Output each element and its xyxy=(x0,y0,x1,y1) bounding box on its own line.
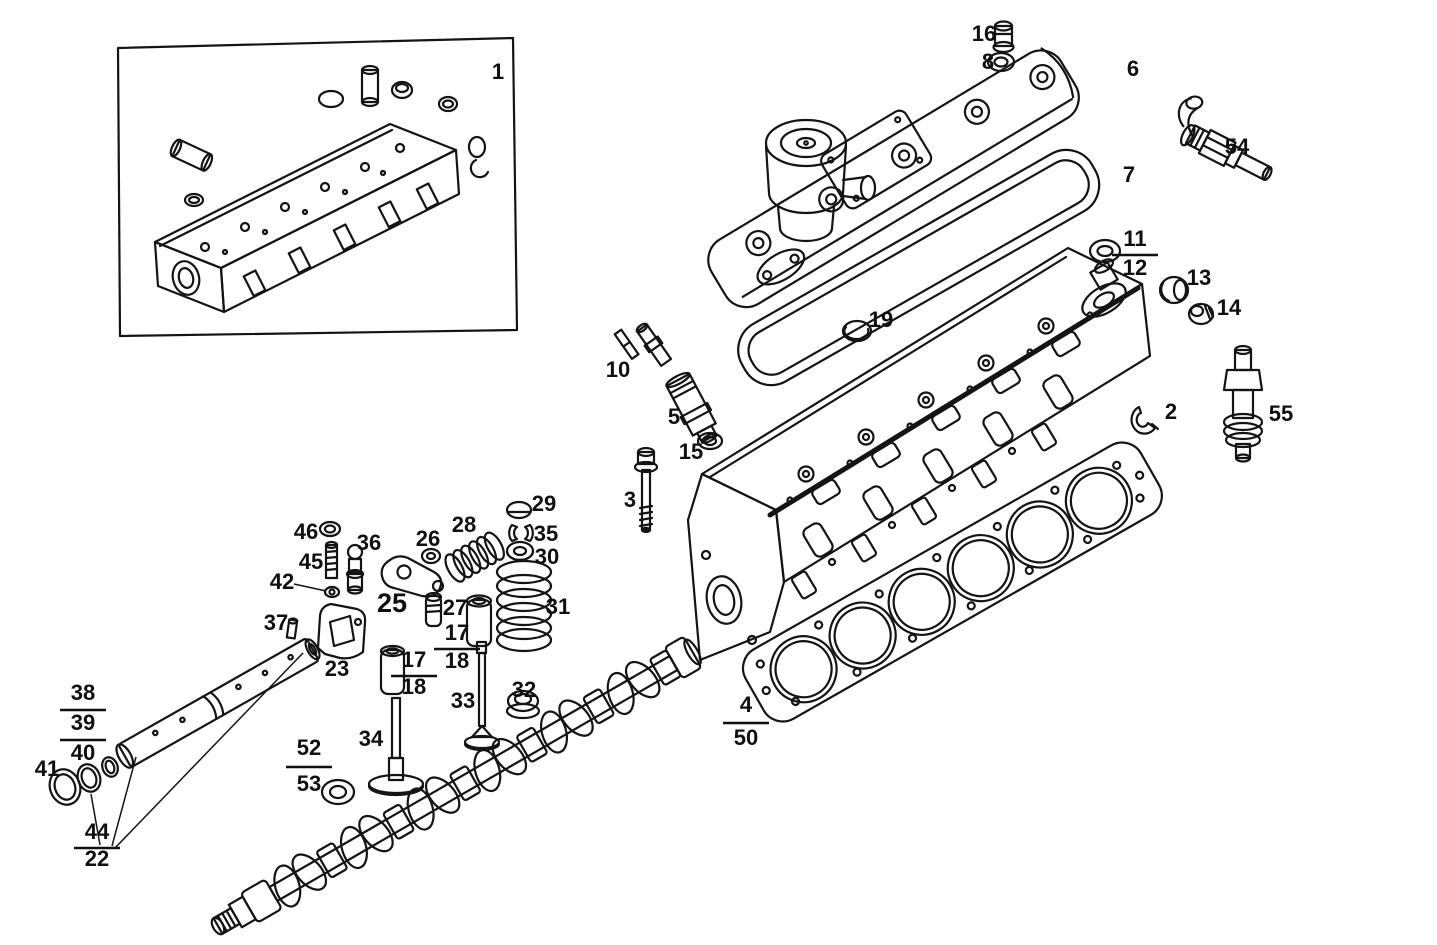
pins-10 xyxy=(613,322,673,367)
tappet-27 xyxy=(424,591,443,628)
part-label-23[interactable]: 23 xyxy=(325,656,349,681)
part-label-46[interactable]: 46 xyxy=(294,519,318,544)
part-label-19[interactable]: 19 xyxy=(869,307,893,332)
fitting-54 xyxy=(1177,95,1273,181)
seal-rings-44 xyxy=(76,756,119,793)
valve-spring-31 xyxy=(495,559,553,653)
stem-seal-32 xyxy=(505,689,541,720)
valve-guide-b xyxy=(379,644,406,696)
washer-8 xyxy=(986,51,1016,73)
part-label-14[interactable]: 14 xyxy=(1217,295,1242,320)
part-label-36[interactable]: 36 xyxy=(357,530,381,555)
head-gasket xyxy=(741,441,1163,723)
part-label-13[interactable]: 13 xyxy=(1187,265,1211,290)
pin-37 xyxy=(285,617,299,640)
cap-52-53 xyxy=(320,778,356,806)
part-label-8[interactable]: 8 xyxy=(982,49,994,74)
valve-cover xyxy=(707,47,1080,309)
retainer-30 xyxy=(505,540,535,562)
part-label-37[interactable]: 37 xyxy=(264,610,288,635)
bracket-23 xyxy=(316,602,367,660)
part-label-27[interactable]: 27 xyxy=(443,595,467,620)
part-label-45[interactable]: 45 xyxy=(299,549,323,574)
inset-box xyxy=(116,36,519,338)
part-label-29[interactable]: 29 xyxy=(532,491,556,516)
part-label-2[interactable]: 2 xyxy=(1165,399,1177,424)
sleeve-5 xyxy=(665,371,718,444)
part-label-42[interactable]: 42 xyxy=(270,569,294,594)
cylinder-head xyxy=(686,246,1152,662)
inset-assembled-head xyxy=(153,64,490,314)
plug-16 xyxy=(992,20,1015,54)
valve-34 xyxy=(367,696,425,797)
cap-29 xyxy=(505,500,533,520)
part-label-41[interactable]: 41 xyxy=(35,756,59,781)
part-label-54[interactable]: 54 xyxy=(1225,134,1250,159)
part-label-33[interactable]: 33 xyxy=(451,688,475,713)
part-label-31[interactable]: 31 xyxy=(546,594,570,619)
valve-guide-a xyxy=(465,594,493,648)
plug-14 xyxy=(1187,302,1215,326)
part-label-7[interactable]: 7 xyxy=(1123,162,1135,187)
part-label-15[interactable]: 15 xyxy=(679,439,703,464)
part-label-34[interactable]: 34 xyxy=(359,726,384,751)
adjusting-screw-45 xyxy=(324,540,339,580)
hook-2 xyxy=(1130,405,1160,435)
part-label-26[interactable]: 26 xyxy=(416,526,440,551)
part-label-25[interactable]: 25 xyxy=(377,588,407,618)
washer-15 xyxy=(696,431,724,451)
rocker-shaft xyxy=(115,638,321,769)
sensor-55 xyxy=(1222,344,1264,463)
part-label-1[interactable]: 1 xyxy=(492,59,504,84)
nut-26 xyxy=(420,547,442,565)
ball-stud-36 xyxy=(345,543,365,595)
part-label-32[interactable]: 32 xyxy=(512,677,536,702)
part-label-10[interactable]: 10 xyxy=(606,357,630,382)
part-label-35[interactable]: 35 xyxy=(534,521,558,546)
spring-28 xyxy=(444,531,505,583)
cover-gasket xyxy=(737,148,1101,387)
part-label-6[interactable]: 6 xyxy=(1127,56,1139,81)
nut-46 xyxy=(318,520,342,538)
gasket-plug-19 xyxy=(841,319,873,343)
camshaft xyxy=(210,636,702,936)
washer-42 xyxy=(323,585,341,599)
part-label-55[interactable]: 55 xyxy=(1269,401,1293,426)
collets-35 xyxy=(508,523,534,543)
part-label-30[interactable]: 30 xyxy=(535,544,559,569)
leader-lines xyxy=(90,583,327,849)
cup-plug-13 xyxy=(1158,275,1190,305)
part-label-3[interactable]: 3 xyxy=(624,487,636,512)
head-bolt-3 xyxy=(633,446,659,534)
part-label-16[interactable]: 16 xyxy=(972,21,996,46)
part-label-5[interactable]: 5 xyxy=(668,404,680,429)
grommet-11-12 xyxy=(1088,238,1122,264)
breather-cap xyxy=(764,118,877,243)
part-label-28[interactable]: 28 xyxy=(452,512,476,537)
